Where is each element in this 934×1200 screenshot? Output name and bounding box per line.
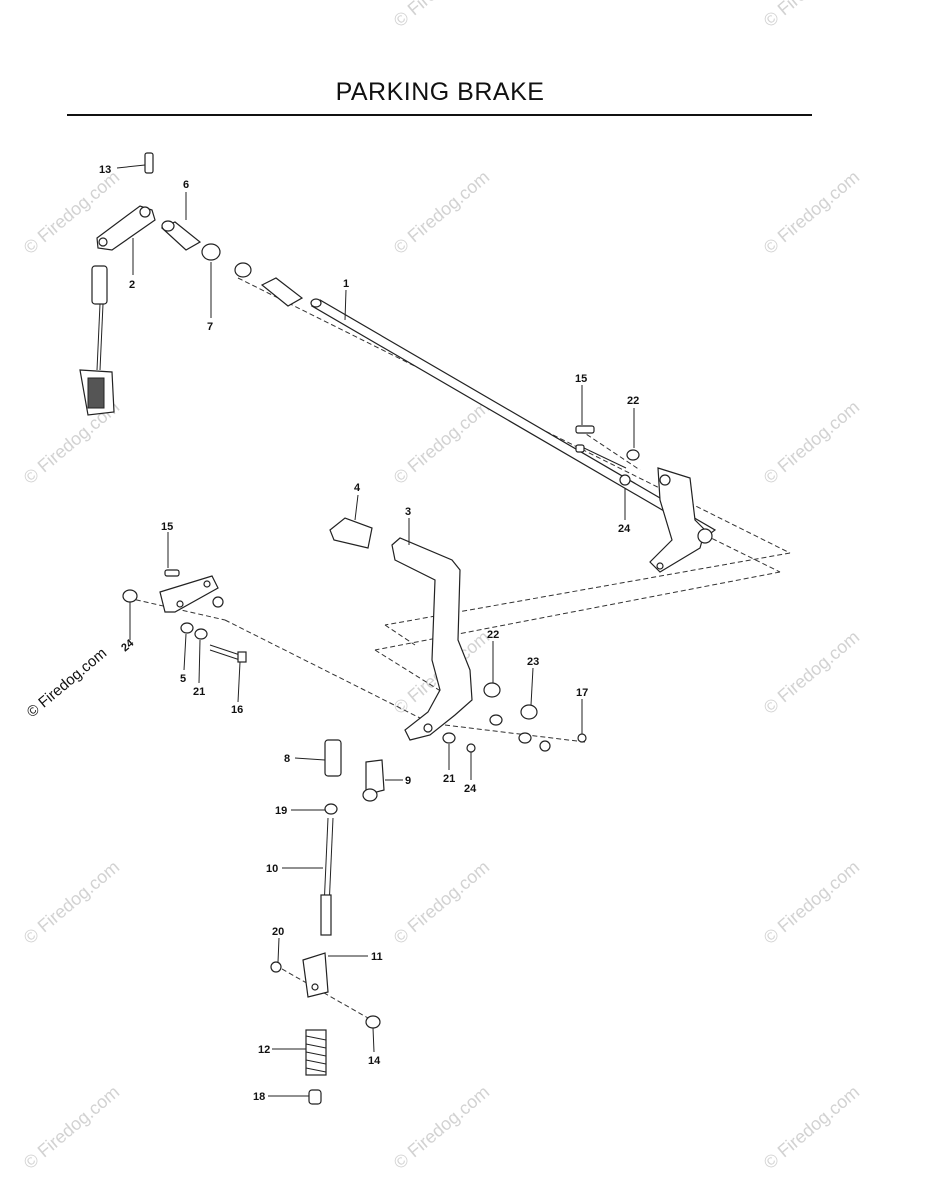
- copyright-notice: © Firedog.com: [24, 645, 110, 721]
- callout-6: 6: [183, 179, 189, 191]
- callout-23: 23: [527, 656, 539, 668]
- brake-pedal: [391, 537, 473, 741]
- callout-10: 10: [266, 863, 278, 875]
- watermark: © Firedog.com: [390, 397, 493, 488]
- callout-8: 8: [284, 753, 290, 765]
- pivot-bracket: [159, 569, 219, 613]
- lever-arm: [96, 205, 156, 251]
- watermark: © Firedog.com: [390, 167, 493, 258]
- callout-15-lower: 15: [161, 521, 173, 533]
- callout-24-left: 24: [119, 637, 137, 655]
- watermark: © Firedog.com: [390, 857, 493, 948]
- cap-nut: [308, 1089, 322, 1105]
- lower-right-hardware: [442, 682, 587, 753]
- title-divider: [67, 114, 812, 116]
- callout-21-left: 21: [193, 686, 205, 698]
- upper-clevis-rod: [79, 265, 115, 416]
- cross-shaft: [310, 298, 717, 573]
- callout-7: 7: [207, 321, 213, 333]
- watermark: © Firedog.com: [760, 1082, 863, 1173]
- bushing: [160, 220, 202, 251]
- callout-24-upper: 24: [618, 523, 631, 535]
- callout-16: 16: [231, 704, 243, 716]
- watermark: © Firedog.com: [20, 857, 123, 948]
- callout-19: 19: [275, 805, 287, 817]
- callout-11: 11: [371, 951, 383, 963]
- watermark: © Firedog.com: [20, 1082, 123, 1173]
- callout-22-upper: 22: [627, 395, 639, 407]
- callout-2: 2: [129, 279, 135, 291]
- pin: [144, 152, 154, 174]
- shoulder-bolt: [365, 1015, 381, 1029]
- callout-14: 14: [368, 1055, 381, 1067]
- callout-18: 18: [253, 1091, 265, 1103]
- washer: [194, 628, 208, 640]
- threaded-rod: [320, 817, 334, 936]
- callout-13: 13: [99, 164, 111, 176]
- shaft-bushing: [260, 277, 304, 307]
- callout-22-lower: 22: [487, 629, 499, 641]
- watermark: © Firedog.com: [760, 397, 863, 488]
- bolt: [209, 644, 247, 663]
- callout-1: 1: [343, 278, 349, 290]
- watermark: © Firedog.com: [390, 0, 493, 31]
- callout-21-right: 21: [443, 773, 455, 785]
- callout-20: 20: [272, 926, 284, 938]
- watermark: © Firedog.com: [760, 857, 863, 948]
- callout-3: 3: [405, 506, 411, 518]
- watermark: © Firedog.com: [760, 167, 863, 258]
- callout-9: 9: [405, 775, 411, 787]
- callout-12: 12: [258, 1044, 270, 1056]
- washer: [180, 622, 194, 634]
- watermark: © Firedog.com: [390, 1082, 493, 1173]
- watermark: © Firedog.com: [760, 627, 863, 718]
- watermark: © Firedog.com: [760, 0, 863, 31]
- nut: [270, 961, 282, 973]
- flanged-bushing: [201, 243, 221, 261]
- callouts: 13 6 2 7 1 15 22 24 4 3 15 24 5 21 16 22…: [99, 164, 639, 1103]
- leader-lines: [116, 164, 635, 1097]
- page-title: PARKING BRAKE: [335, 78, 545, 106]
- callout-5: 5: [180, 673, 186, 685]
- spring: [305, 1029, 327, 1076]
- upper-right-hardware: [575, 425, 640, 486]
- spring-bracket: [302, 952, 329, 998]
- callout-24-right: 24: [464, 783, 477, 795]
- callout-4: 4: [354, 482, 361, 494]
- washer: [122, 589, 138, 603]
- callout-15-upper: 15: [575, 373, 587, 385]
- callout-17: 17: [576, 687, 588, 699]
- lower-clevis: [324, 739, 385, 815]
- nut: [212, 596, 224, 608]
- pedal-pad: [329, 517, 373, 549]
